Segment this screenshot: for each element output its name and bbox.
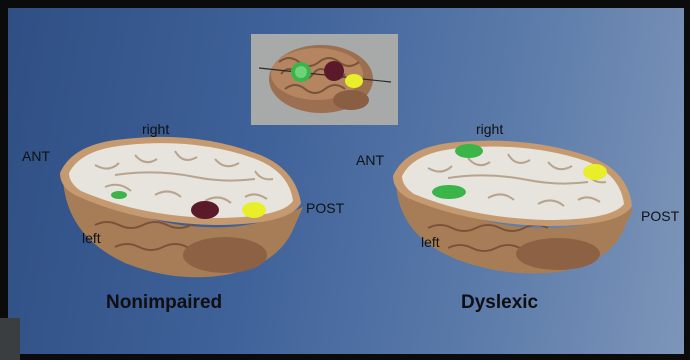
- right-left-green-spot: [432, 185, 466, 199]
- left-green-spot: [111, 191, 127, 199]
- right-top-green-spot: [455, 144, 483, 158]
- left-brain-right-label: right: [142, 121, 169, 137]
- dyslexic-caption: Dyslexic: [461, 292, 538, 314]
- right-brain-post-label: POST: [641, 208, 679, 224]
- dyslexic-brain-slice: [388, 132, 648, 282]
- right-brain-right-label: right: [476, 121, 503, 137]
- right-brain-left-label: left: [421, 234, 440, 250]
- brain-side-view-icon: [251, 34, 398, 125]
- left-yellow-spot: [242, 202, 266, 218]
- right-yellow-spot: [583, 164, 607, 180]
- corner-shadow: [0, 318, 20, 360]
- nonimpaired-brain-slice: [55, 125, 315, 285]
- right-brain-ant-label: ANT: [356, 152, 384, 168]
- left-brain-post-label: POST: [306, 200, 344, 216]
- maroon-spot: [191, 201, 219, 219]
- nonimpaired-caption: Nonimpaired: [106, 292, 222, 314]
- left-brain-left-label: left: [82, 230, 101, 246]
- inset-brain-image: [251, 34, 398, 125]
- left-brain-ant-label: ANT: [22, 148, 50, 164]
